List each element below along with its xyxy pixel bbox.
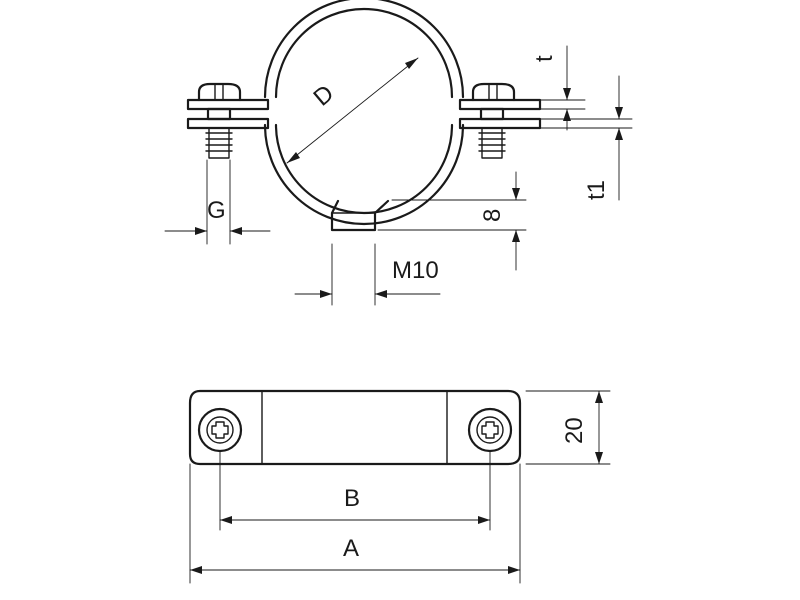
a-label: A	[343, 535, 359, 562]
m10-label: M10	[392, 257, 439, 284]
w20-label: 20	[561, 417, 588, 444]
b-arrow-left	[220, 516, 232, 524]
diameter-dimension-line	[286, 57, 419, 164]
right-screw-neck	[479, 107, 505, 121]
t-arrow-bottom	[563, 109, 571, 121]
diameter-label: D	[309, 80, 340, 112]
right-screw-thread	[478, 127, 506, 159]
b-label: B	[344, 485, 360, 512]
right-screw-top-inner	[476, 416, 504, 444]
h8-label: 8	[479, 209, 506, 222]
a-arrow-left	[190, 566, 202, 574]
left-screw-top-inner	[206, 416, 234, 444]
left-flange-lower	[186, 117, 270, 130]
right-screw-head	[471, 82, 516, 102]
g-arrow-right	[230, 227, 242, 235]
h8-arrow-bottom	[512, 230, 520, 242]
right-flange-lower	[458, 117, 542, 130]
clamp-ring-inner	[274, 7, 454, 99]
t-label: t	[531, 55, 558, 62]
diameter-arrow-start	[287, 152, 300, 163]
a-arrow-right	[508, 566, 520, 574]
b-arrow-right	[478, 516, 490, 524]
left-screw-cross-icon	[211, 421, 229, 439]
top-view: 20 B A	[188, 389, 611, 584]
m10-arrow-left	[320, 290, 332, 298]
left-screw-top-outer	[197, 407, 243, 453]
diameter-arrow-end	[405, 58, 418, 69]
t-arrow-top	[563, 88, 571, 100]
w20-arrow-top	[595, 391, 603, 403]
strap-outline	[188, 389, 522, 466]
right-flange-upper	[458, 98, 542, 111]
left-flange-upper	[186, 98, 270, 111]
clamp-ring-outer-lower	[263, 123, 465, 226]
g-label: G	[207, 197, 226, 224]
clamp-ring-outer	[263, 0, 465, 99]
g-arrow-left	[195, 227, 207, 235]
front-view: D G M10 8 t	[164, 0, 633, 306]
t1-arrow-top	[615, 107, 623, 119]
h8-arrow-top	[512, 188, 520, 200]
t1-arrow-bottom	[615, 128, 623, 140]
left-screw-thread	[205, 127, 233, 159]
right-screw-cross-icon	[481, 421, 499, 439]
m10-arrow-right	[375, 290, 387, 298]
left-screw-head	[197, 82, 242, 102]
w20-arrow-bottom	[595, 452, 603, 464]
m10-boss	[330, 199, 390, 232]
t1-label: t1	[583, 180, 610, 200]
left-screw-neck	[206, 107, 232, 121]
right-screw-top-outer	[467, 407, 513, 453]
